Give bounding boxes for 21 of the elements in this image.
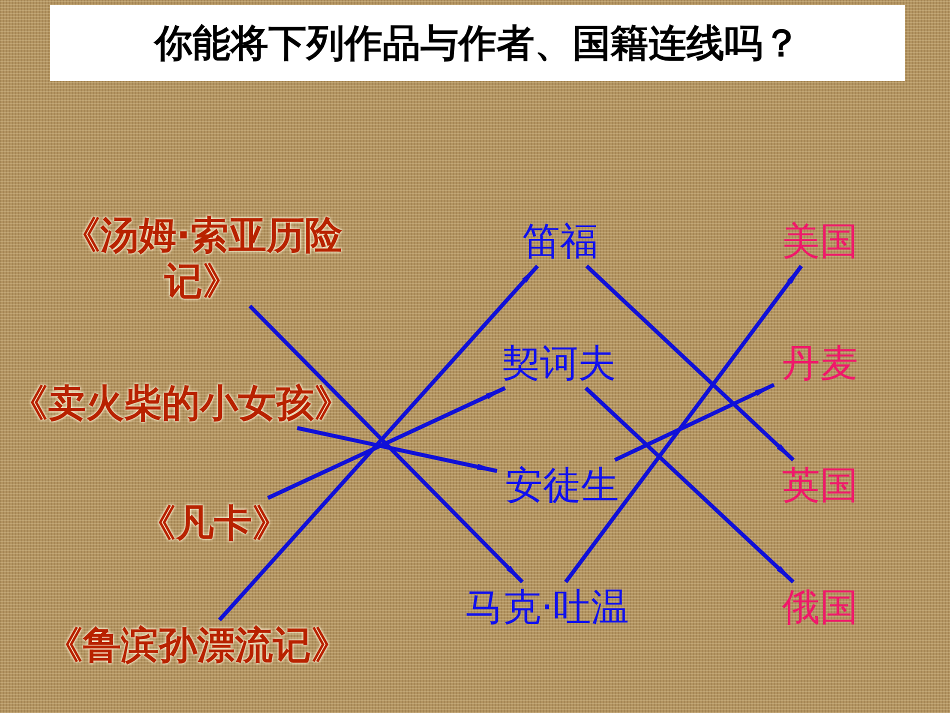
arrow xyxy=(218,264,540,622)
arrow xyxy=(614,382,775,462)
arrow xyxy=(248,304,524,584)
book-title: 《凡卡》 xyxy=(138,500,290,546)
author-name: 安徒生 xyxy=(505,462,619,508)
title-banner: 你能将下列作品与作者、国籍连线吗？ xyxy=(50,5,905,81)
arrow xyxy=(267,386,506,500)
book-title: 《汤姆·索亚历险记》 xyxy=(30,212,375,304)
country-name: 美国 xyxy=(782,218,858,264)
book-title: 《鲁滨孙漂流记》 xyxy=(45,622,349,668)
author-name: 马克·吐温 xyxy=(465,584,630,630)
arrow xyxy=(296,426,498,473)
country-name: 丹麦 xyxy=(782,340,858,386)
country-name: 英国 xyxy=(782,462,858,508)
arrow xyxy=(585,264,795,462)
arrow xyxy=(584,386,795,584)
book-title: 《卖火柴的小女孩》 xyxy=(10,380,352,426)
author-name: 契诃夫 xyxy=(502,340,616,386)
country-name: 俄国 xyxy=(782,584,858,630)
arrow xyxy=(564,264,803,584)
author-name: 笛福 xyxy=(522,218,598,264)
